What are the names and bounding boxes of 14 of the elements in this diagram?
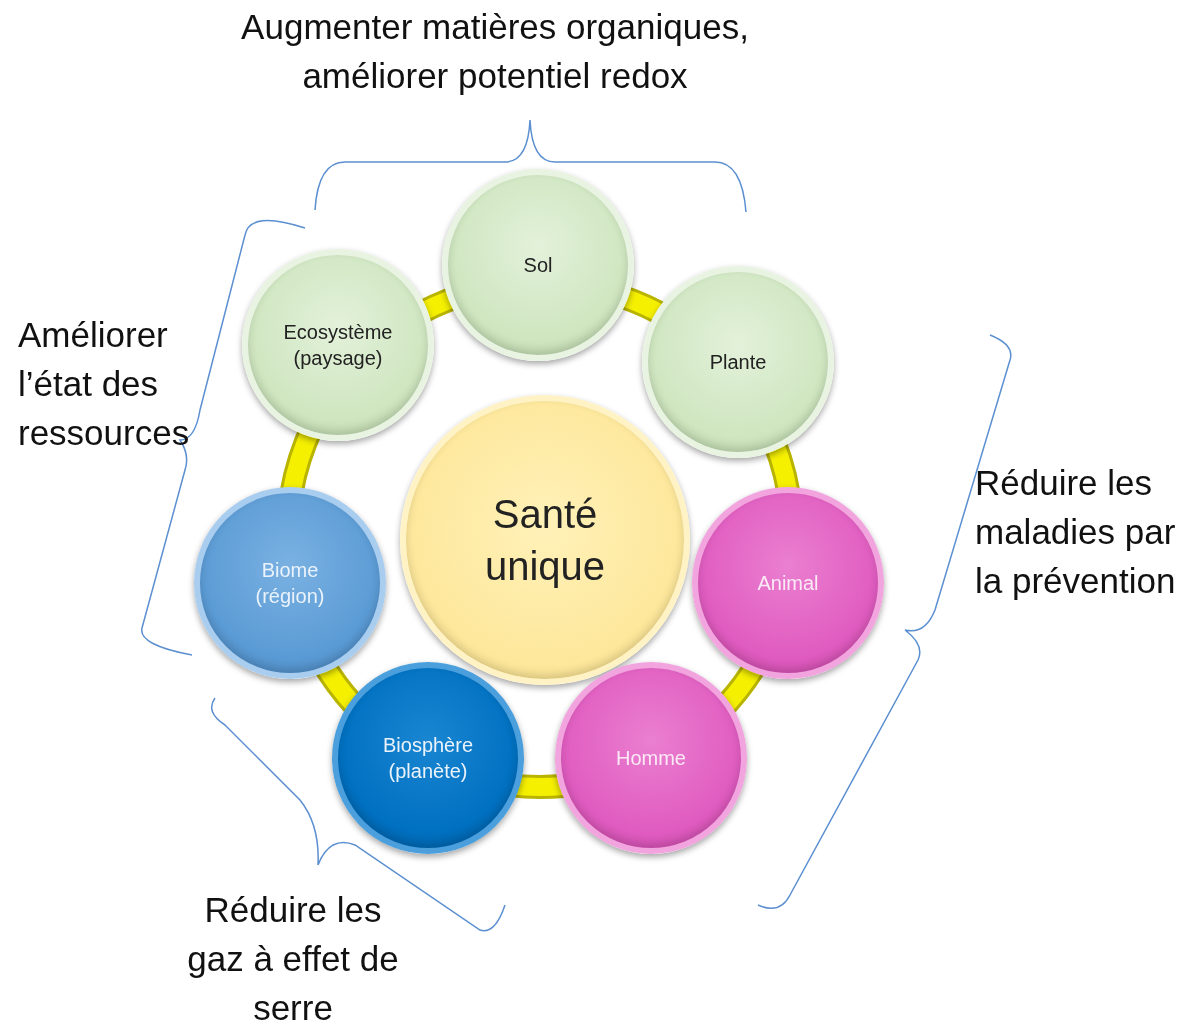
node-label: Biosphère (planète) bbox=[381, 733, 475, 784]
node-label: Animal bbox=[757, 571, 819, 596]
circle-node bbox=[332, 662, 524, 854]
node-label: Santé unique bbox=[483, 491, 607, 590]
annotation-text: Augmenter matières organiques, améliorer potentiel redox bbox=[240, 6, 750, 97]
node-label: Sol bbox=[523, 253, 553, 278]
annotation-text: Réduire les gaz à effet de serre bbox=[186, 889, 400, 1029]
node-label: Biome (région) bbox=[254, 558, 326, 609]
circle-node bbox=[242, 249, 434, 441]
annotation-text: Réduire les maladies par la prévention bbox=[975, 462, 1177, 602]
node-label: Ecosystème (paysage) bbox=[282, 320, 394, 371]
node-label: Plante bbox=[709, 350, 767, 375]
annotation-text: Améliorer l’état des ressources bbox=[18, 314, 191, 454]
node-label: Homme bbox=[616, 746, 686, 771]
